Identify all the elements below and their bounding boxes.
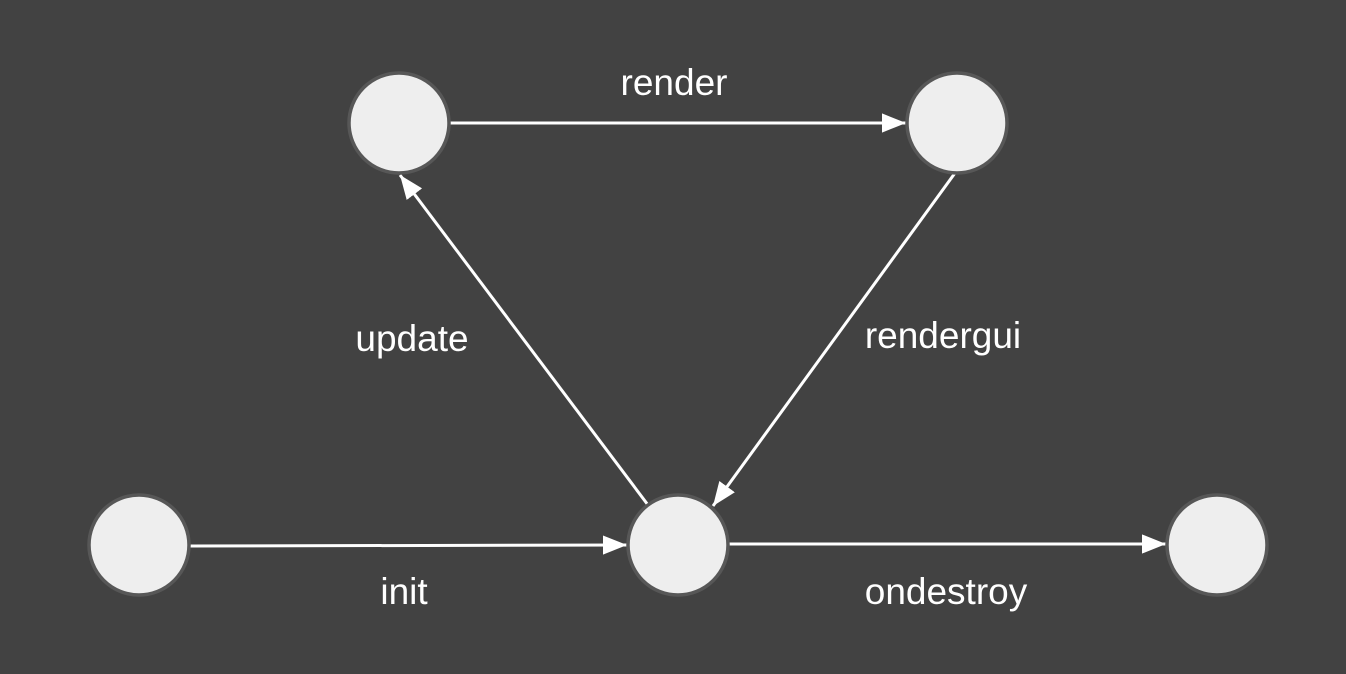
node-bottom-left[interactable] <box>87 493 191 597</box>
edge-label-rendergui: rendergui <box>865 315 1021 356</box>
edge-label-init: init <box>380 571 428 612</box>
node-top-left[interactable] <box>347 71 451 175</box>
node-bottom-center[interactable] <box>626 493 730 597</box>
edge-label-update: update <box>355 318 468 359</box>
edge-rendergui-arrow <box>711 172 957 507</box>
edge-init-arrow <box>189 535 628 555</box>
edge-label-ondestroy: ondestroy <box>865 571 1028 612</box>
node-bottom-right[interactable] <box>1165 493 1269 597</box>
edge-label-render: render <box>621 62 728 103</box>
edge-update-arrow <box>398 174 650 506</box>
nodes-layer <box>87 71 1269 597</box>
edge-labels-layer: render update rendergui init ondestroy <box>355 62 1027 612</box>
edges-layer <box>189 113 1166 555</box>
node-top-right[interactable] <box>905 71 1009 175</box>
